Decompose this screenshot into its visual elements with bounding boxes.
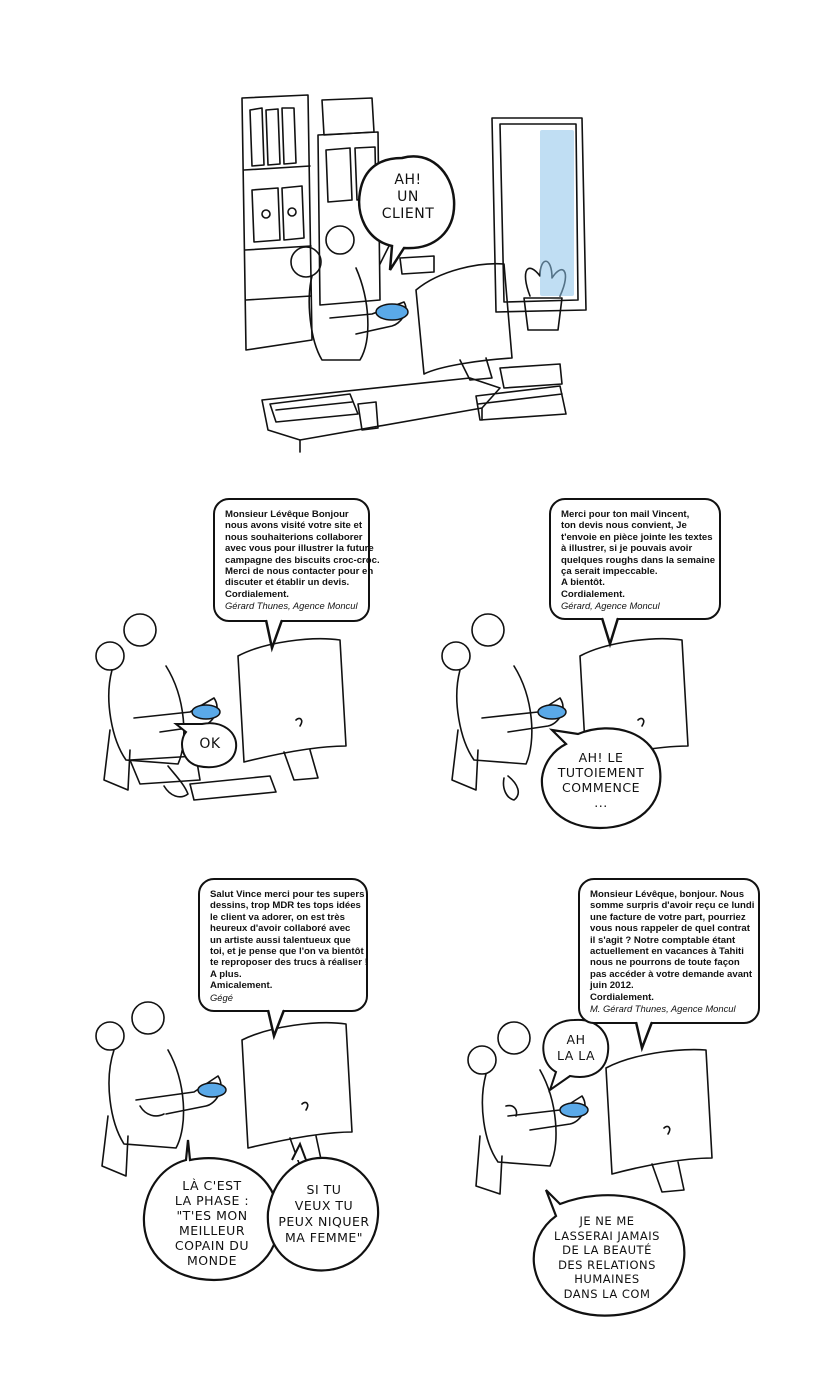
speech-ah-un-client: AH! UN CLIENT [370,172,446,223]
email-line: Monsieur Lévêque Bonjour [225,509,349,520]
reply-line: LÀ C'EST [182,1178,242,1193]
email-line: juin 2012. [590,980,634,992]
email-line: te reproposer des trucs à réaliser ! [210,957,368,969]
panel-top: AH! UN CLIENT [0,0,820,460]
email-line: à illustrer, si je pouvais avoir [561,543,693,555]
reply-line: SI TU [306,1182,342,1197]
panel-bottom-right: Monsieur Lévêque, bonjour. Nous somme su… [410,860,820,1389]
email-line: dessins, trop MDR tes tops idées [210,900,361,912]
reply-line: MONDE [187,1253,237,1268]
mouse-at-computer-drawing [95,613,347,801]
email-line: actuellement en vacances à Tahiti [590,946,744,958]
email-line: ton devis nous convient, Je [561,520,687,532]
reply-ok: OK [199,736,221,752]
email-line: avec vous pour illustrer la future [225,543,374,555]
email-signature: Gérard Thunes, Agence Moncul [225,600,358,612]
reply-line: "T'ES MON [176,1208,248,1223]
email-line: un artiste aussi talentueux que [210,934,351,946]
email-signature: Gérard, Agence Moncul [561,600,660,612]
reply-line: JE NE ME [579,1214,635,1228]
speech-line: AH! [394,172,422,188]
sigh-line: AH [566,1032,586,1047]
reply-line: VEUX TU [294,1198,354,1213]
reply-line: DANS LA COM [563,1286,651,1301]
email-line: Cordialement. [590,991,654,1003]
reply-line: ... [594,795,608,810]
speech-line: CLIENT [381,206,435,222]
reply-meilleur-copain: LÀ C'EST LA PHASE : "T'ES MON MEILLEUR C… [148,1178,276,1268]
sigh-line: LA LA [556,1048,596,1063]
reply-tutoiement: AH! LE TUTOIEMENT COMMENCE ... [546,750,656,810]
email-line: toi, et je pense que l'on va bientôt [210,946,364,958]
email-line: nous avons visité votre site et [225,520,363,532]
reply-line: LASSERAI JAMAIS [554,1228,660,1243]
email-bubble-2: Merci pour ton mail Vincent, ton devis n… [549,498,721,620]
panel-mid-left: Monsieur Lévêque Bonjour nous avons visi… [0,480,410,860]
email-line: Monsieur Lévêque, bonjour. Nous [590,889,745,900]
email-line: vous nous rappeler de quel contrat [590,923,750,935]
reply-line: COMMENCE [561,780,640,795]
email-line: t'envoie en pièce jointe les textes [561,531,713,543]
email-line: Cordialement. [225,588,289,600]
reply-line: MEILLEUR [178,1223,246,1238]
speech-line: UN [397,189,419,205]
reply-line: HUMAINES [574,1272,640,1286]
reply-line: TUTOIEMENT [557,765,645,780]
mouse-at-computer-drawing [467,1018,713,1317]
email-line: A plus. [210,968,242,980]
reply-line: COPAIN DU [174,1238,250,1253]
email-bubble-3: Salut Vince merci pour tes supers dessin… [198,878,368,1012]
email-line: discuter et établir un devis. [225,577,350,589]
email-signature: M. Gérard Thunes, Agence Moncul [590,1003,736,1015]
email-line: Merci de nous contacter pour en [225,566,374,578]
email-line: nous ne pourrons de toute façon [590,957,740,969]
email-line: Cordialement. [561,588,625,600]
email-line: le client va adorer, on est très [210,911,345,923]
email-line: quelques roughs dans la semaine [561,554,716,566]
reply-beaute-relations: JE NE ME LASSERAI JAMAIS DE LA BEAUTÉ DE… [538,1214,676,1301]
reply-line: AH! LE [578,750,624,765]
email-line: heureux d'avoir collaboré avec [210,923,351,935]
email-line: A bientôt. [561,577,605,589]
reply-line: LA PHASE : [174,1193,250,1208]
email-line: Salut Vince merci pour tes supers [210,889,365,900]
email-bubble-4: Monsieur Lévêque, bonjour. Nous somme su… [578,878,760,1024]
email-signature: Gégé [210,991,233,1003]
email-line: Amicalement. [210,980,273,992]
email-bubble-1: Monsieur Lévêque Bonjour nous avons visi… [213,498,380,622]
reply-line: DE LA BEAUTÉ [562,1243,652,1257]
email-line: une facture de votre part, pourriez [590,911,746,923]
reply-niquer: SI TU VEUX TU PEUX NIQUER MA FEMME" [272,1182,376,1246]
email-line: Merci pour ton mail Vincent, [561,509,690,520]
reply-line: MA FEMME" [284,1230,364,1245]
email-line: campagne des biscuits croc-croc. [225,554,380,566]
email-line: pas accéder à votre demande avant [590,968,753,980]
panel-mid-right: Merci pour ton mail Vincent, ton devis n… [410,480,820,860]
reply-line: DES RELATIONS [558,1257,656,1272]
office-scene-drawing [241,94,587,453]
reply-line: PEUX NIQUER [278,1214,370,1229]
panel-bottom-left: Salut Vince merci pour tes supers dessin… [0,860,410,1389]
email-line: nous souhaiterions collaborer [225,531,363,543]
email-line: somme surpris d'avoir reçu ce lundi [590,900,755,912]
email-line: ça serait impeccable. [561,566,658,578]
email-line: il s'agit ? Notre comptable étant [590,934,736,946]
mouse-at-computer-drawing [95,1001,380,1282]
sigh-ah-la-la: AH LA LA [546,1032,606,1064]
